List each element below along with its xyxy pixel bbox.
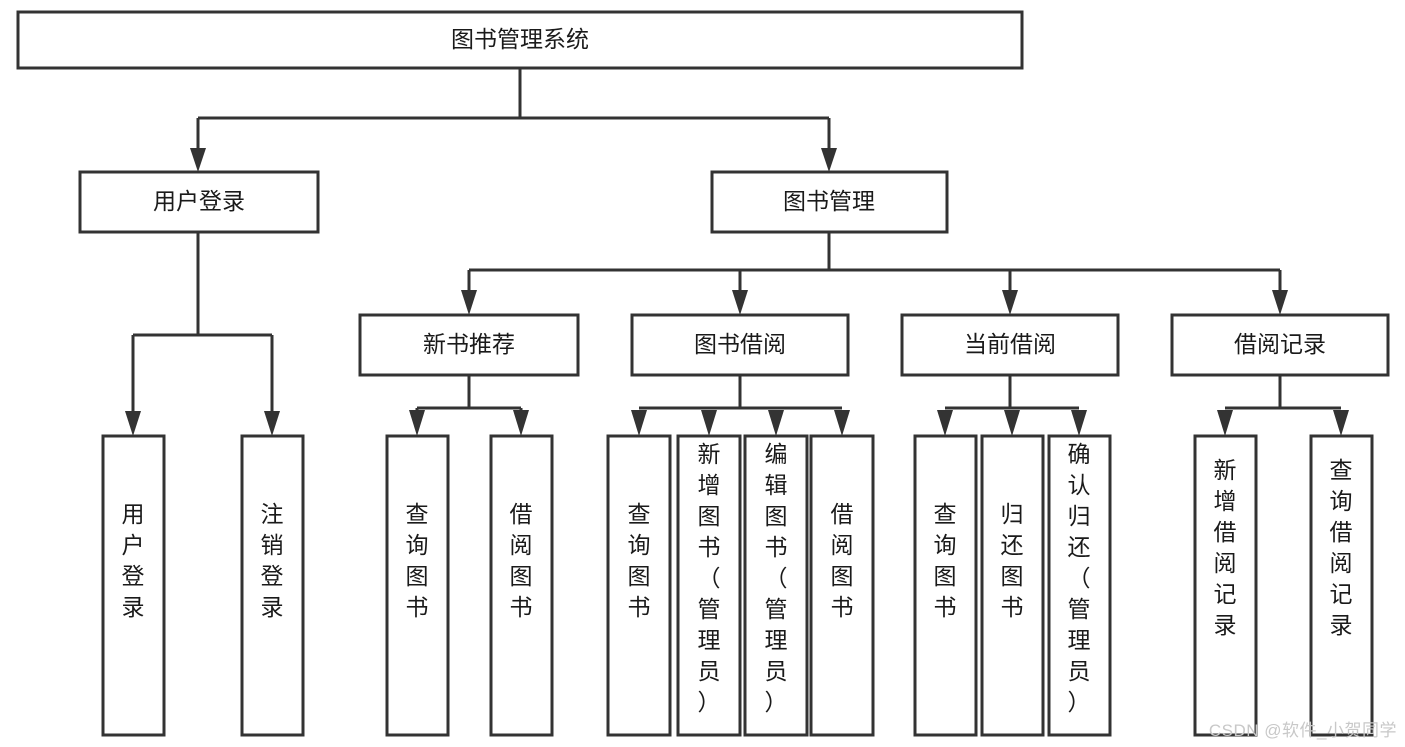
leaf-book-borrow-1-box[interactable]	[606, 434, 672, 737]
arrow-current-leaf-2	[1004, 410, 1020, 436]
node-book-borrow-box[interactable]	[630, 313, 850, 377]
leaf-current-borrow-3[interactable]: 确认归还（管理员）	[1047, 434, 1112, 737]
node-root[interactable]: 图书管理系统	[16, 10, 1024, 70]
leaf-new-book-2-label: 借阅图书	[510, 501, 533, 620]
arrow-book-to-borrow	[732, 290, 748, 315]
leaf-borrow-record-2-label: 查询借阅记录	[1330, 457, 1353, 638]
arrow-record-leaf-2	[1333, 410, 1349, 436]
leaf-new-book-2-box[interactable]	[489, 434, 554, 737]
arrow-borrow-leaf-1	[631, 410, 647, 436]
arrow-record-leaf-1	[1217, 410, 1233, 436]
leaf-user-login-2-box[interactable]	[240, 434, 305, 737]
node-root-label: 图书管理系统	[451, 26, 589, 52]
leaf-current-borrow-2[interactable]: 归还图书	[980, 434, 1045, 737]
leaf-current-borrow-3-label: 确认归还（管理员）	[1068, 441, 1091, 715]
leaf-borrow-record-1-label: 新增借阅记录	[1214, 457, 1237, 638]
arrow-book-to-record	[1272, 290, 1288, 315]
node-user-login-box[interactable]	[78, 170, 320, 234]
leaf-book-borrow-4-label: 借阅图书	[831, 501, 854, 620]
node-root-box[interactable]	[16, 10, 1024, 70]
leaf-current-borrow-2-box[interactable]	[980, 434, 1045, 737]
leaf-user-login-1[interactable]: 用户登录	[101, 434, 166, 737]
leaf-new-book-2[interactable]: 借阅图书	[489, 434, 554, 737]
leaf-borrow-record-2[interactable]: 查询借阅记录	[1309, 434, 1374, 737]
node-book-management-box[interactable]	[710, 170, 949, 234]
leaf-current-borrow-2-label: 归还图书	[1001, 501, 1024, 620]
leaf-book-borrow-3-label: 编辑图书（管理员）	[765, 441, 788, 715]
arrow-user-leaf-1	[125, 411, 141, 436]
leaf-current-borrow-1[interactable]: 查询图书	[913, 434, 978, 737]
leaf-book-borrow-4[interactable]: 借阅图书	[809, 434, 875, 737]
arrow-borrow-leaf-3	[768, 410, 784, 436]
leaf-user-login-2-label: 注销登录	[261, 501, 284, 620]
node-new-book-recommend[interactable]: 新书推荐	[358, 313, 580, 377]
node-new-book-recommend-label: 新书推荐	[423, 331, 515, 357]
arrow-borrow-leaf-4	[834, 410, 850, 436]
arrow-newbook-leaf-2	[513, 410, 529, 436]
node-current-borrow-label: 当前借阅	[964, 331, 1056, 357]
node-borrow-record-box[interactable]	[1170, 313, 1390, 377]
node-book-borrow-label: 图书借阅	[694, 331, 786, 357]
node-book-management-label: 图书管理	[783, 188, 875, 214]
leaf-borrow-record-1[interactable]: 新增借阅记录	[1193, 434, 1258, 737]
leaf-new-book-1-box[interactable]	[385, 434, 450, 737]
node-current-borrow-box[interactable]	[900, 313, 1120, 377]
arrow-borrow-leaf-2	[701, 410, 717, 436]
leaf-borrow-record-2-box[interactable]	[1309, 434, 1374, 737]
arrow-current-leaf-1	[937, 410, 953, 436]
leaf-book-borrow-4-box[interactable]	[809, 434, 875, 737]
leaf-user-login-1-label: 用户登录	[122, 501, 145, 620]
leaf-book-borrow-1[interactable]: 查询图书	[606, 434, 672, 737]
node-current-borrow[interactable]: 当前借阅	[900, 313, 1120, 377]
arrow-user-leaf-2	[264, 411, 280, 436]
leaf-book-borrow-1-label: 查询图书	[628, 501, 651, 620]
arrow-current-leaf-3	[1071, 410, 1087, 436]
node-book-borrow[interactable]: 图书借阅	[630, 313, 850, 377]
node-book-management[interactable]: 图书管理	[710, 170, 949, 234]
leaf-book-borrow-2[interactable]: 新增图书（管理员）	[676, 434, 742, 737]
leaf-current-borrow-3-box[interactable]	[1047, 434, 1112, 737]
leaf-book-borrow-3-box[interactable]	[743, 434, 809, 737]
node-user-login[interactable]: 用户登录	[78, 170, 320, 234]
node-user-login-label: 用户登录	[153, 188, 245, 214]
arrow-newbook-leaf-1	[409, 410, 425, 436]
node-new-book-recommend-box[interactable]	[358, 313, 580, 377]
leaf-new-book-1[interactable]: 查询图书	[385, 434, 450, 737]
leaf-user-login-2[interactable]: 注销登录	[240, 434, 305, 737]
leaf-current-borrow-1-box[interactable]	[913, 434, 978, 737]
leaf-borrow-record-1-box[interactable]	[1193, 434, 1258, 737]
arrow-book-to-current	[1002, 290, 1018, 315]
arrow-root-to-user	[190, 148, 206, 172]
arrow-root-to-book	[821, 148, 837, 172]
arrow-book-to-newbook	[461, 290, 477, 315]
leaf-book-borrow-3[interactable]: 编辑图书（管理员）	[743, 434, 809, 737]
connector-layer	[125, 68, 1349, 436]
node-borrow-record[interactable]: 借阅记录	[1170, 313, 1390, 377]
leaf-book-borrow-2-box[interactable]	[676, 434, 742, 737]
leaf-new-book-1-label: 查询图书	[406, 501, 429, 620]
leaf-book-borrow-2-label: 新增图书（管理员）	[698, 441, 721, 715]
leaf-user-login-1-box[interactable]	[101, 434, 166, 737]
node-borrow-record-label: 借阅记录	[1234, 331, 1326, 357]
leaf-current-borrow-1-label: 查询图书	[934, 501, 957, 620]
